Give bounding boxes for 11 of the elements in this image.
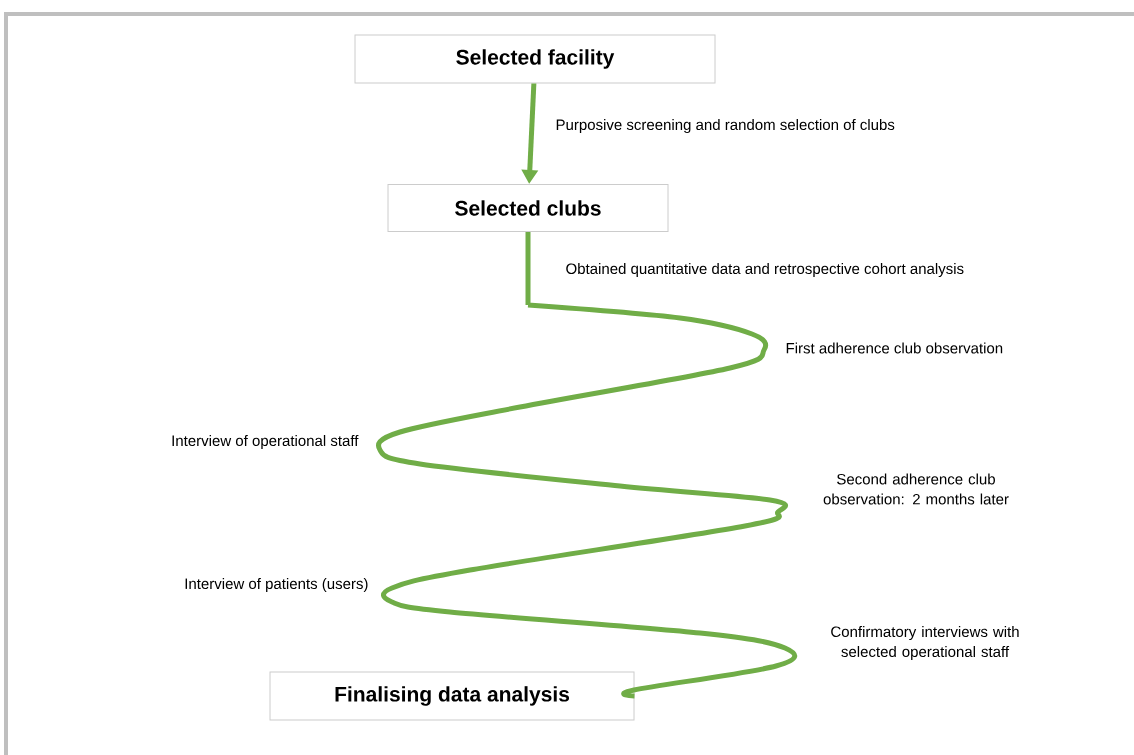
step-label: First adherence club observation xyxy=(786,342,1003,354)
edge-label: Purposive screening and random selection of clubs xyxy=(556,119,895,133)
step-label: Confirmatory interviews with selected operational staff xyxy=(831,626,1019,660)
step-label: Obtained quantitative data and retrospective cohort analysis xyxy=(566,263,964,277)
step-label: Second adherence club observation: 2 months later xyxy=(823,473,1009,505)
step-label: Interview of operational staff xyxy=(172,435,359,449)
process-box: Selected facility xyxy=(354,34,716,84)
process-box: Finalising data analysis xyxy=(269,671,635,721)
process-box: Selected clubs xyxy=(387,184,669,232)
step-label: Interview of patients (users) xyxy=(185,578,368,592)
connector-line xyxy=(375,229,798,699)
